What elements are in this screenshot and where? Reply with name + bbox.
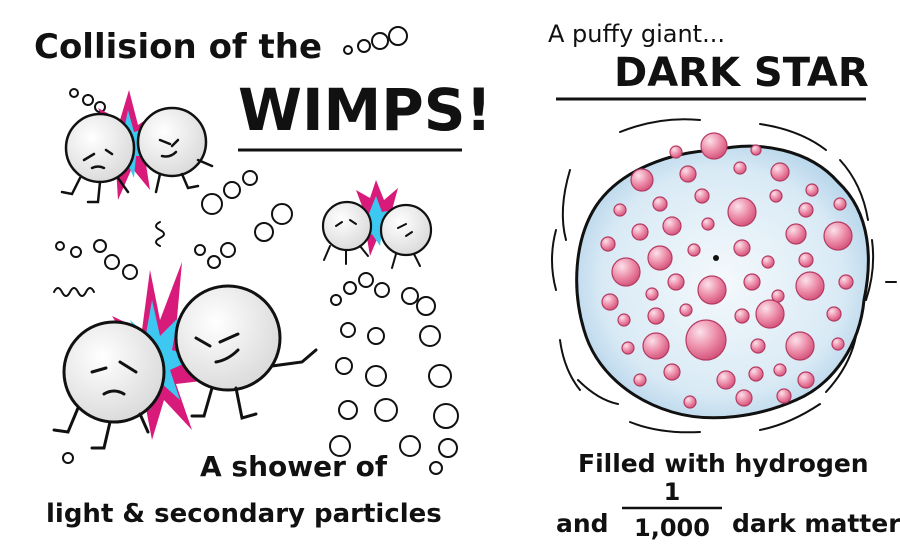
wimp — [136, 106, 208, 178]
big-wimp-collision — [52, 221, 318, 450]
small-wimp-collision — [321, 180, 433, 269]
right-intro: A puffy giant... — [548, 20, 725, 48]
left-title-line1: Collision of the — [34, 27, 322, 67]
left-caption-line1: A shower of — [200, 450, 388, 483]
wimp — [62, 320, 166, 424]
right-title: DARK STAR — [614, 50, 869, 96]
fraction-prefix: and — [556, 509, 609, 538]
hydrogen-blobs — [600, 132, 854, 409]
particle-bubbles — [55, 170, 459, 475]
wimp — [321, 200, 373, 252]
wimp — [64, 112, 136, 184]
fraction-numerator: 1 — [664, 478, 681, 506]
left-panel: Collision of the WIMPS! — [34, 26, 492, 529]
left-title-line2: WIMPS! — [238, 76, 492, 144]
top-wimp-collision — [60, 90, 214, 204]
wimp — [379, 203, 433, 257]
dark-matter-speck — [713, 255, 719, 261]
right-panel: A puffy giant... DARK STAR — [548, 20, 900, 542]
right-caption-line1: Filled with hydrogen — [578, 449, 869, 478]
left-caption-line2: light & secondary particles — [46, 499, 442, 529]
fraction-denominator: 1,000 — [634, 514, 710, 542]
fraction-suffix: dark matter — [732, 509, 900, 538]
